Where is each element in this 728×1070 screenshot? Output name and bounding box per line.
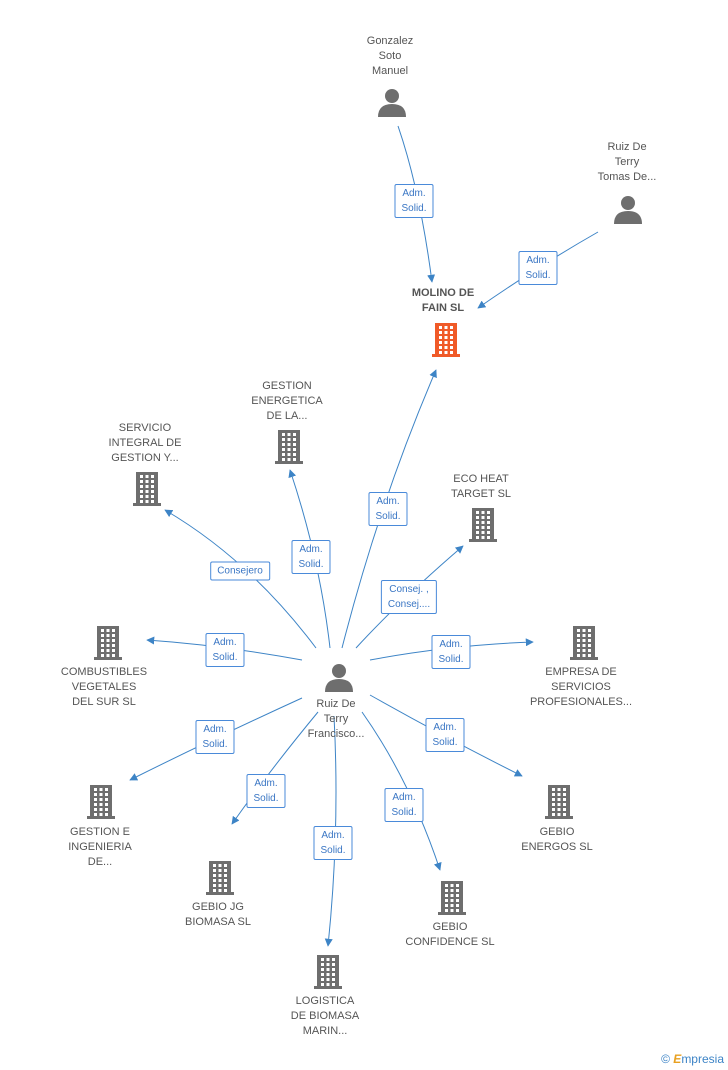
node-label-empresa[interactable]: EMPRESA DE SERVICIOS PROFESIONALES... (529, 666, 633, 708)
node-label-gestion_en[interactable]: GESTION ENERGETICA DE LA... (251, 380, 323, 422)
edge-label-ruizfco-gestion_ing[interactable]: Adm. Solid. (195, 720, 235, 754)
building-icon-servicio[interactable] (133, 472, 161, 506)
edge-label-ruizfco-ecoheat[interactable]: Consej. , Consej.... (380, 580, 438, 614)
edge-label-ruizfco-gestion_en[interactable]: Adm. Solid. (291, 540, 331, 574)
building-icon-logistica[interactable] (314, 955, 342, 989)
node-label-ruizfco[interactable]: Ruiz De Terry Francisco... (307, 698, 365, 740)
person-icon-ruizfco[interactable] (325, 664, 353, 692)
edge-label-gonzalez-molino[interactable]: Adm. Solid. (394, 184, 434, 218)
edge-ruizfco-gebiojg (231, 711, 319, 825)
node-label-molino[interactable]: MOLINO DE FAIN SL (411, 287, 475, 314)
node-label-logistica[interactable]: LOGISTICA DE BIOMASA MARIN... (290, 995, 360, 1037)
node-label-gebiojg[interactable]: GEBIO JG BIOMASA SL (184, 901, 252, 928)
building-icon-gestion_en[interactable] (275, 430, 303, 464)
building-icon-empresa[interactable] (570, 626, 598, 660)
edge-ruizfco-gebioconf (361, 711, 442, 871)
building-icon-molino[interactable] (432, 323, 460, 357)
node-label-gonzalez[interactable]: Gonzalez Soto Manuel (366, 35, 414, 77)
node-label-ecoheat[interactable]: ECO HEAT TARGET SL (450, 473, 512, 500)
node-label-combustibles[interactable]: COMBUSTIBLES VEGETALES DEL SUR SL (60, 666, 148, 708)
edge-label-ruizfco-gebiojg[interactable]: Adm. Solid. (246, 774, 286, 808)
node-label-gebioenergos[interactable]: GEBIO ENERGOS SL (521, 826, 593, 853)
brand-initial: E (673, 1052, 682, 1066)
edge-label-ruizfco-empresa[interactable]: Adm. Solid. (431, 635, 471, 669)
brand-footer: © Empresia (661, 1052, 724, 1066)
building-icon-gebioconf[interactable] (438, 881, 466, 915)
node-label-servicio[interactable]: SERVICIO INTEGRAL DE GESTION Y... (108, 422, 182, 464)
building-icon-gebioenergos[interactable] (545, 785, 573, 819)
person-icon-ruiztomas[interactable] (614, 196, 642, 224)
building-icon-ecoheat[interactable] (469, 508, 497, 542)
building-icon-gebiojg[interactable] (206, 861, 234, 895)
edge-label-ruizfco-gebioenergos[interactable]: Adm. Solid. (425, 718, 465, 752)
edge-label-ruizfco-logistica[interactable]: Adm. Solid. (313, 826, 353, 860)
node-label-ruiztomas[interactable]: Ruiz De Terry Tomas De... (597, 141, 657, 183)
edge-label-ruizfco-servicio[interactable]: Consejero (210, 561, 270, 581)
node-label-gebioconf[interactable]: GEBIO CONFIDENCE SL (405, 921, 495, 948)
building-icon-gestion_ing[interactable] (87, 785, 115, 819)
edge-label-ruiztomas-molino[interactable]: Adm. Solid. (518, 251, 558, 285)
edge-label-ruizfco-combustibles[interactable]: Adm. Solid. (205, 633, 245, 667)
node-label-gestion_ing[interactable]: GESTION E INGENIERIA DE... (68, 826, 132, 868)
building-icon-combustibles[interactable] (94, 626, 122, 660)
copyright-symbol: © (661, 1052, 670, 1066)
brand-name: mpresia (681, 1052, 724, 1066)
person-icon-gonzalez[interactable] (378, 89, 406, 117)
edge-label-ruizfco-gebioconf[interactable]: Adm. Solid. (384, 788, 424, 822)
edge-label-ruizfco-molino[interactable]: Adm. Solid. (368, 492, 408, 526)
